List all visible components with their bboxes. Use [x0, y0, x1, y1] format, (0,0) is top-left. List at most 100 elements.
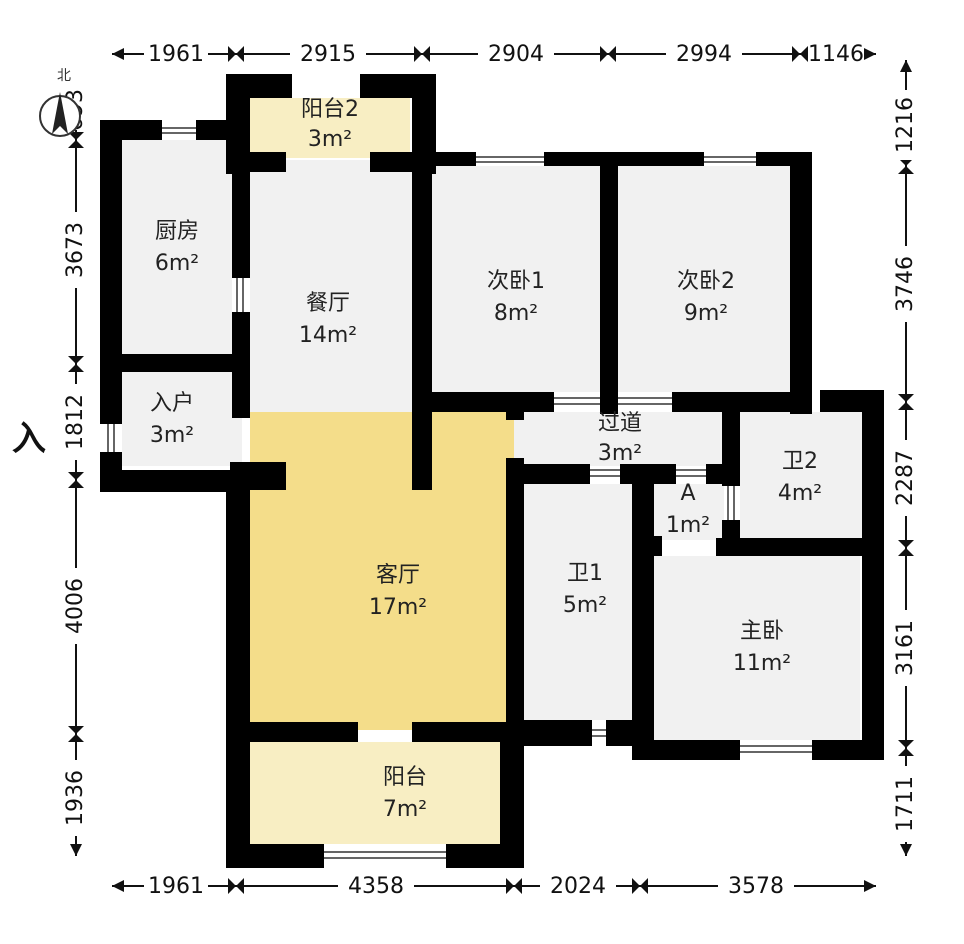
arrow-tick: [864, 48, 876, 60]
dim-right-3: 2287: [893, 450, 918, 506]
bowtie-tick: [68, 356, 84, 372]
wall: [412, 152, 476, 166]
dim-left-5: 1936: [63, 770, 88, 826]
dimension-labels-top: 1961 2915 2904 2994 1146: [144, 40, 864, 68]
arrow-tick: [864, 880, 876, 892]
wall: [196, 120, 236, 140]
room-name-dining: 餐厅: [306, 291, 350, 316]
dim-right-2: 3746: [893, 256, 918, 312]
bowtie-tick: [792, 46, 808, 62]
dim-right-1: 1216: [893, 97, 918, 153]
room-name-entry: 入户: [150, 391, 194, 416]
bowtie-tick: [414, 46, 430, 62]
floor-bed2a: [432, 166, 602, 392]
wall: [706, 464, 740, 484]
dim-right-4: 3161: [893, 620, 918, 676]
room-area-areaA: 1m²: [666, 513, 710, 538]
wall: [812, 740, 884, 760]
room-area-bath2: 4m²: [778, 481, 822, 506]
room-name-bed2b: 次卧2: [677, 269, 735, 294]
wall: [100, 354, 250, 372]
wall: [632, 536, 662, 556]
compass-label: 北: [57, 68, 71, 84]
wall: [226, 722, 358, 742]
room-area-living: 17m²: [369, 595, 427, 620]
bowtie-tick: [228, 46, 244, 62]
room-area-bed2a: 8m²: [494, 301, 538, 326]
dimension-ticks: [68, 46, 914, 894]
bowtie-tick: [898, 158, 914, 174]
room-area-balcony: 7m²: [383, 797, 427, 822]
room-labels: 阳台2 3m² 厨房 6m² 餐厅 14m² 次卧1 8m² 次卧2 9m² 入…: [150, 97, 822, 822]
wall: [620, 464, 676, 484]
floor-master: [654, 556, 860, 740]
arrow-tick: [900, 60, 912, 72]
wall: [716, 538, 884, 556]
room-area-entry: 3m²: [150, 423, 194, 448]
wall: [672, 392, 812, 412]
wall: [632, 740, 740, 760]
windows: [107, 127, 812, 859]
floor-living: [250, 412, 514, 730]
arrow-tick: [112, 880, 124, 892]
wall: [506, 464, 590, 484]
wall: [226, 844, 324, 868]
wall: [432, 392, 554, 412]
room-area-dining: 14m²: [299, 323, 357, 348]
bowtie-tick: [68, 472, 84, 488]
dimension-labels-bottom: 1961 4358 2024 3578: [144, 872, 794, 900]
floor-entry: [122, 372, 242, 466]
wall: [226, 152, 286, 172]
wall: [412, 152, 432, 490]
wall: [500, 722, 524, 868]
wall: [100, 120, 122, 424]
room-area-kitchen: 6m²: [155, 251, 199, 276]
room-name-bed2a: 次卧1: [487, 269, 545, 294]
dimension-labels-right: 1216 3746 2287 3161 1711: [892, 90, 920, 842]
dim-top-5: 1146: [808, 42, 864, 67]
bowtie-tick: [898, 540, 914, 556]
bowtie-tick: [600, 46, 616, 62]
dim-top-1: 1961: [148, 42, 204, 67]
room-area-hall: 3m²: [598, 441, 642, 466]
floor-areaA: [654, 484, 724, 540]
dim-top-2: 2915: [300, 42, 356, 67]
wall: [446, 844, 524, 868]
wall: [412, 722, 524, 742]
dim-bottom-3: 2024: [550, 874, 606, 899]
floor-bath2: [740, 412, 862, 538]
dimension-labels-left: 693 3673 1812 4006 1936: [62, 89, 90, 836]
dim-bottom-1: 1961: [148, 874, 204, 899]
entrance-marker: 入: [12, 419, 46, 459]
wall: [632, 556, 654, 760]
room-name-balcony2: 阳台2: [301, 97, 359, 122]
dim-left-4: 4006: [63, 578, 88, 634]
room-name-hall: 过道: [598, 411, 642, 436]
arrow-tick: [900, 844, 912, 856]
room-area-bath1: 5m²: [563, 593, 607, 618]
room-area-master: 11m²: [733, 651, 791, 676]
dim-left-2: 3673: [63, 222, 88, 278]
room-name-areaA: A: [680, 481, 695, 506]
wall: [600, 152, 618, 414]
wall: [100, 470, 250, 492]
room-name-kitchen: 厨房: [155, 219, 199, 244]
room-name-bath2: 卫2: [782, 449, 818, 474]
wall: [544, 152, 704, 166]
wall: [226, 472, 250, 868]
compass-north-icon: 北: [39, 68, 81, 137]
bowtie-tick: [68, 726, 84, 742]
wall: [790, 152, 812, 414]
dim-bottom-2: 4358: [348, 874, 404, 899]
dim-top-4: 2994: [676, 42, 732, 67]
floors: [122, 98, 862, 844]
wall: [722, 520, 740, 556]
entrance-label: 入: [12, 419, 46, 459]
room-name-master: 主卧: [740, 619, 784, 644]
floor-balcony2: [250, 98, 410, 158]
bowtie-tick: [632, 878, 648, 894]
dim-right-5: 1711: [893, 776, 918, 832]
room-area-balcony2: 3m²: [308, 127, 352, 152]
room-name-bath1: 卫1: [567, 561, 603, 586]
